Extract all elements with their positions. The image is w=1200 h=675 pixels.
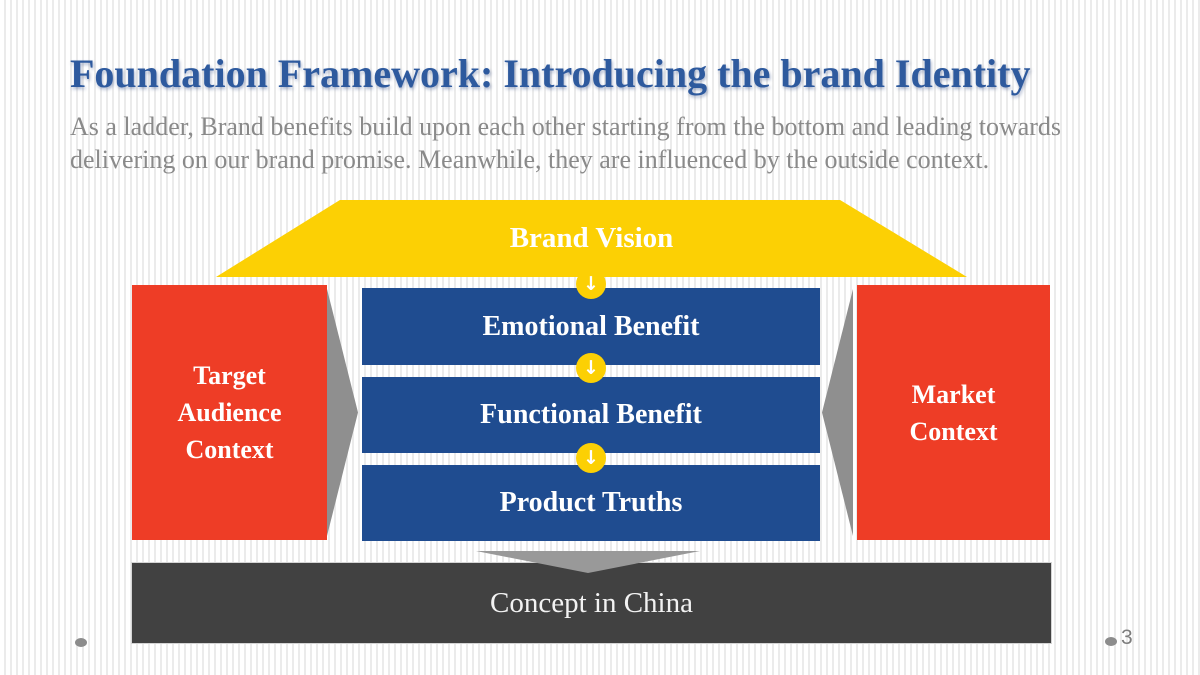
ladder-step-label: Emotional Benefit: [482, 310, 700, 342]
down-arrow-glyph: ↓: [583, 272, 599, 295]
footer-left-bullet: [75, 638, 87, 647]
ladder-step-product-truths: Product Truths: [362, 465, 820, 541]
slide-title: Foundation Framework: Introducing the br…: [70, 51, 1031, 96]
ladder-step-emotional-benefit: Emotional Benefit: [362, 288, 820, 365]
slide-subtitle: As a ladder, Brand benefits build upon e…: [70, 112, 1062, 174]
ladder-step-label: Functional Benefit: [480, 399, 702, 430]
down-arrow-icon: ↓: [576, 269, 606, 299]
market-context-box: Market Context: [857, 285, 1050, 540]
brand-vision-shape: Brand Vision: [216, 200, 967, 277]
right-context-arrow-icon: [822, 289, 853, 536]
ladder-step-label: Product Truths: [499, 487, 683, 518]
down-arrow-glyph: ↓: [583, 446, 599, 469]
market-context-label: Market Context: [909, 379, 998, 446]
left-context-arrow-icon: [327, 289, 358, 536]
page-number: 3: [1121, 626, 1133, 649]
target-audience-context-label: Target Audience Context: [177, 361, 282, 464]
footer-right-bullet: [1105, 637, 1117, 646]
down-arrow-icon: ↓: [576, 353, 606, 383]
down-arrow-glyph: ↓: [583, 356, 599, 379]
ladder-step-functional-benefit: Functional Benefit: [362, 377, 820, 453]
foundation-bar: Concept in China: [132, 563, 1051, 643]
brand-vision-label: Brand Vision: [509, 222, 674, 254]
down-arrow-icon: ↓: [576, 443, 606, 473]
target-audience-context-box: Target Audience Context: [132, 285, 327, 540]
foundation-label: Concept in China: [490, 586, 693, 619]
